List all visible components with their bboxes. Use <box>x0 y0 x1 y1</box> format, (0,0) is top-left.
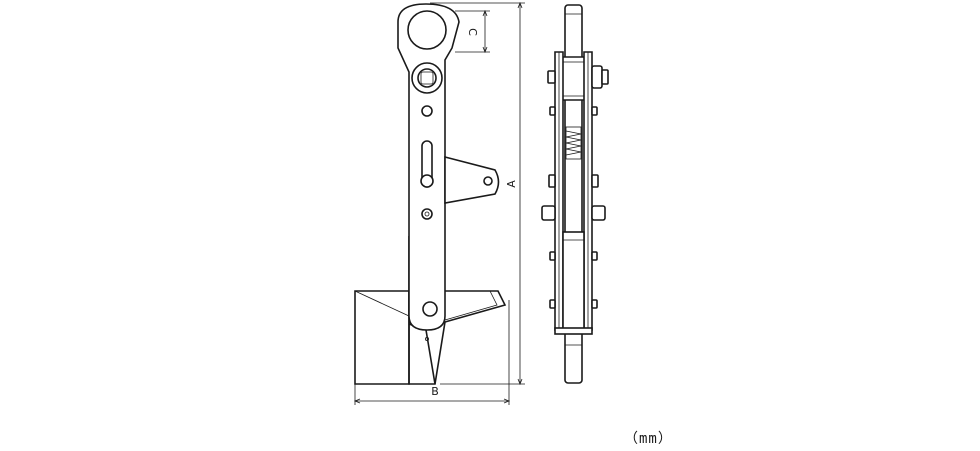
bolt-lower <box>541 205 606 221</box>
rivets <box>549 106 598 309</box>
lifting-eye-hole <box>407 10 447 50</box>
front-view <box>354 3 507 385</box>
hole-middle <box>421 208 433 220</box>
unit-label: （mm） <box>624 431 673 447</box>
hole-upper <box>421 105 433 117</box>
dim-label-c: C <box>466 28 479 36</box>
bolt-mid <box>548 174 599 188</box>
hole-lower <box>422 301 438 317</box>
jaw-plate <box>354 290 410 385</box>
lower-jaw-block <box>562 231 585 331</box>
dim-label-a: A <box>505 180 518 188</box>
side-view <box>541 4 609 384</box>
dim-label-b: B <box>431 385 439 398</box>
spring <box>565 126 582 160</box>
jaw-tip <box>408 323 436 385</box>
bolt-top <box>547 65 609 89</box>
dimension-lines: C A B <box>353 1 525 405</box>
handle-tab <box>444 155 500 204</box>
